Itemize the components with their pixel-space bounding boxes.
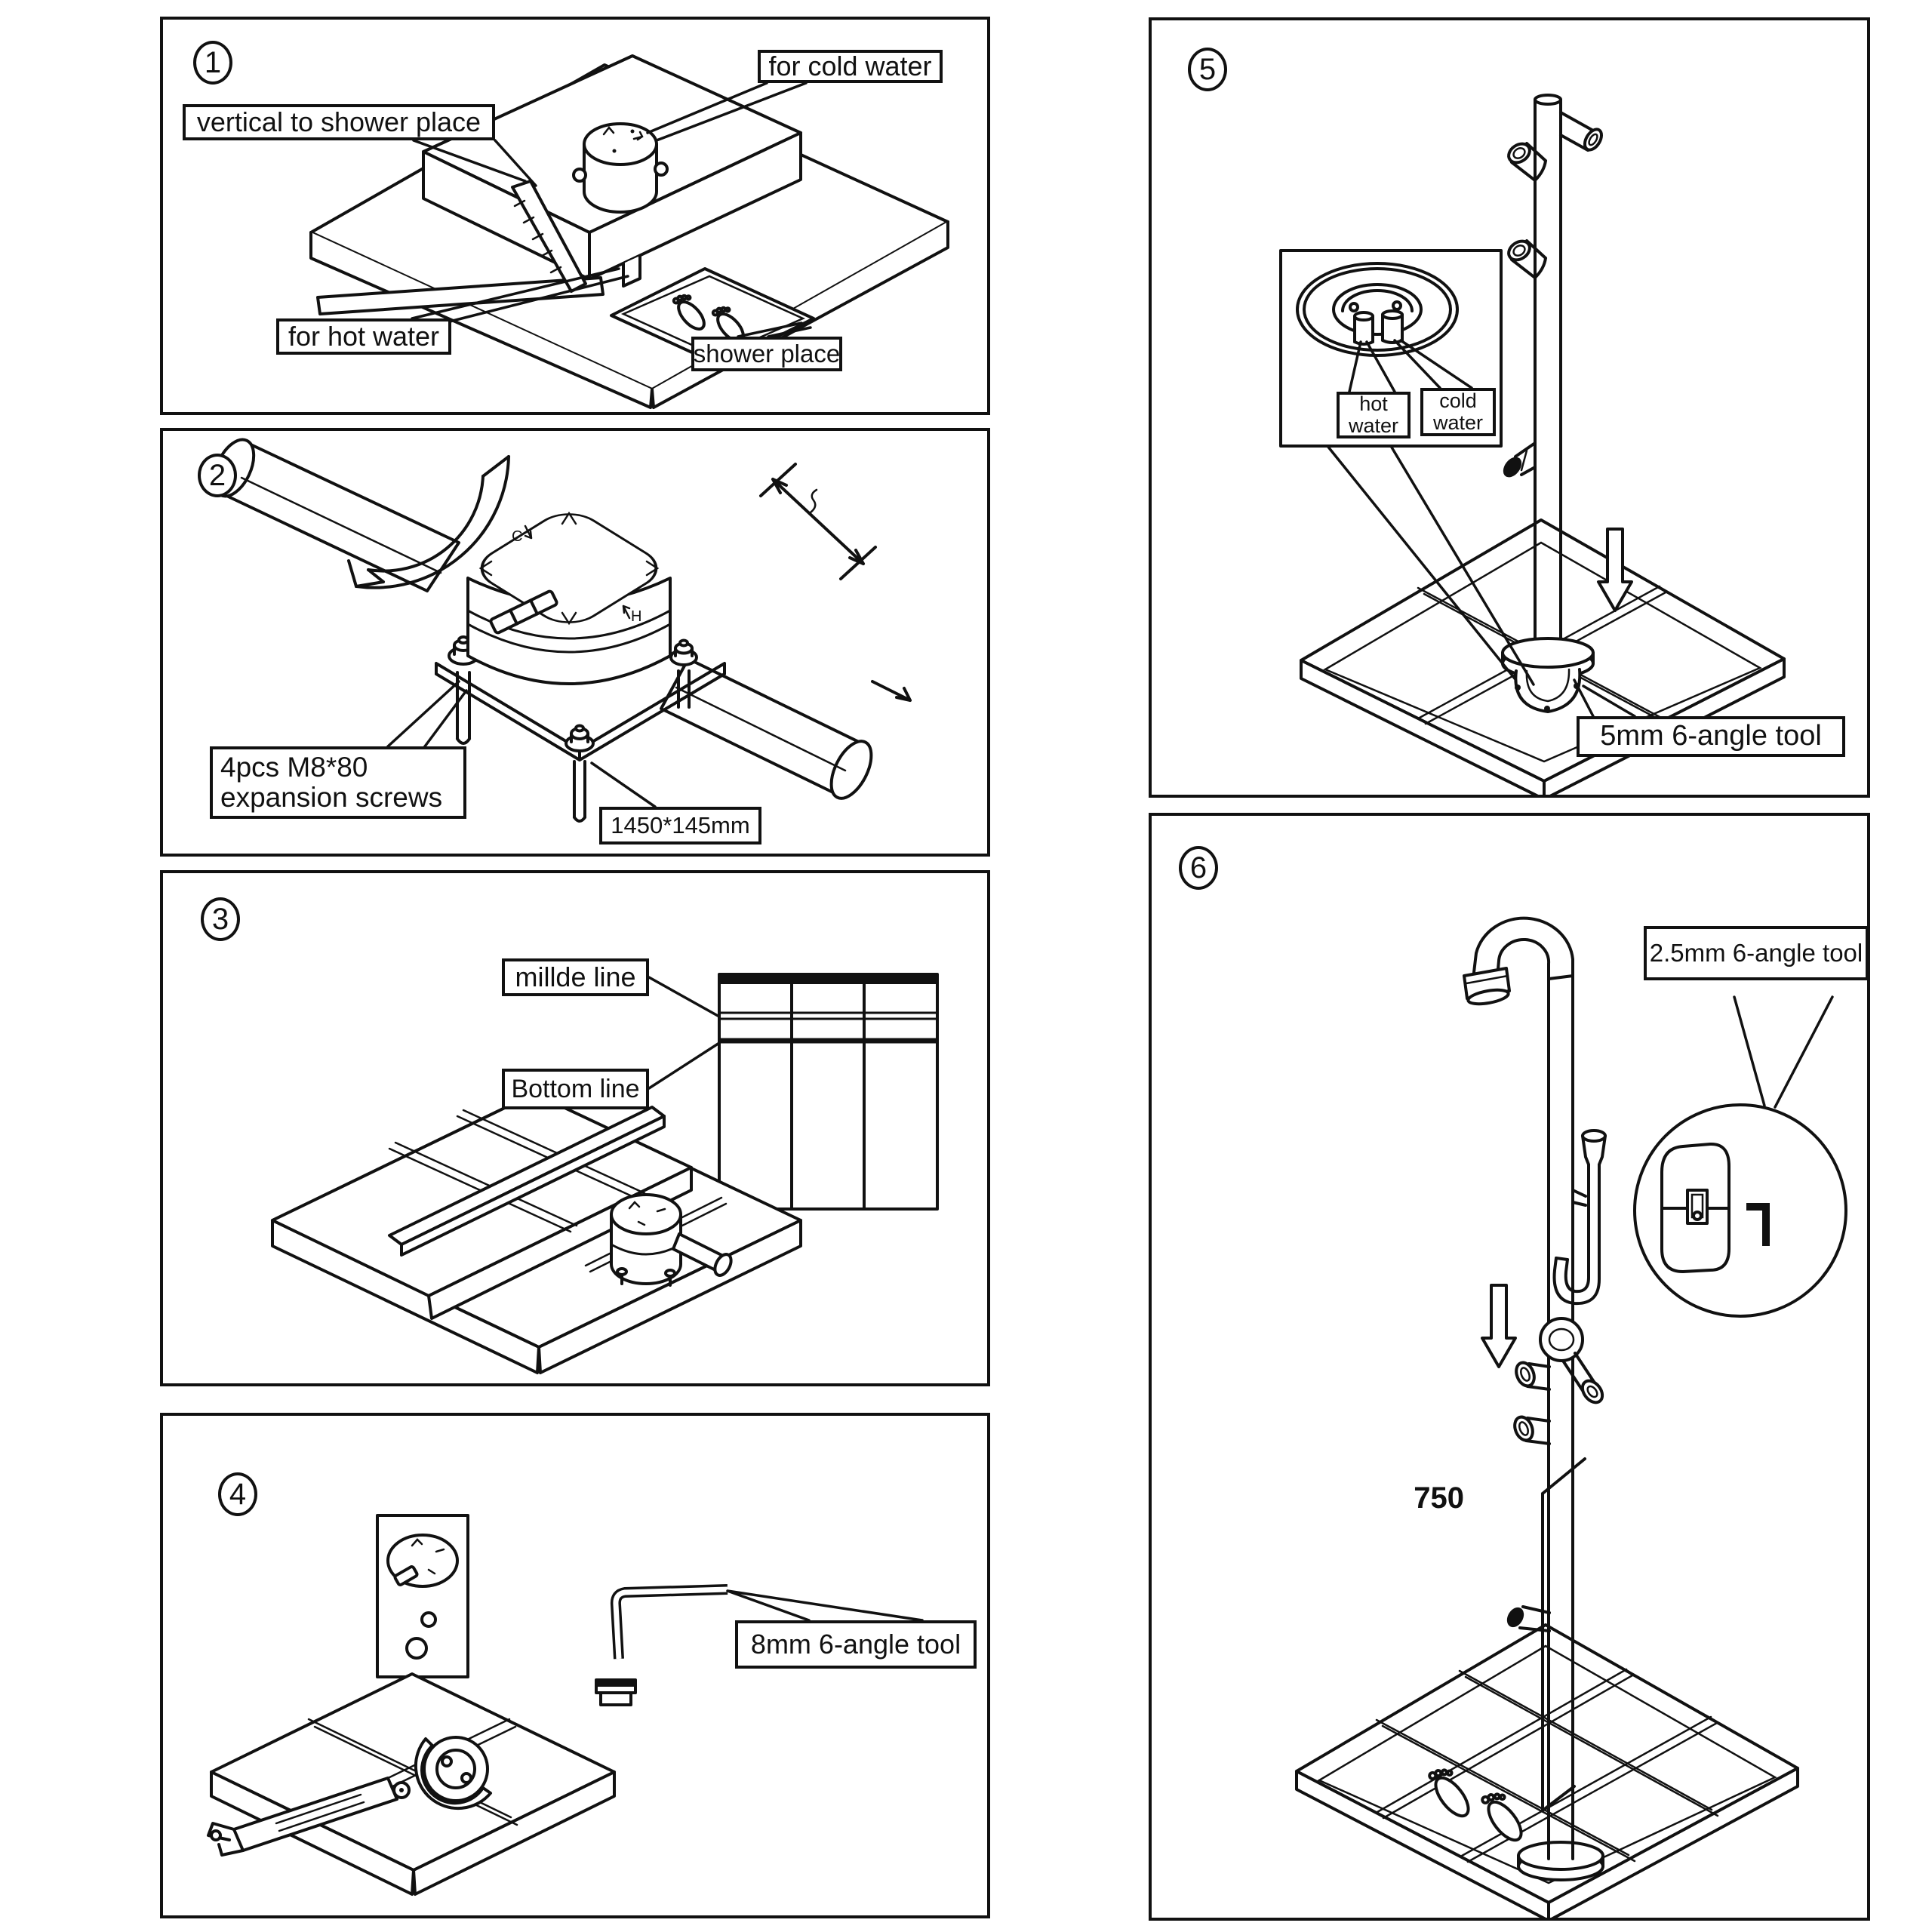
footprints	[1428, 1768, 1523, 1842]
label-for-hot-water: for hot water	[276, 318, 451, 355]
step-number: 5	[1198, 52, 1217, 86]
step-3-illustration	[271, 973, 939, 1374]
label-2-5mm-hex-tool: 2.5mm 6-angle tool	[1644, 926, 1869, 980]
step-4-illustration	[207, 1514, 924, 1896]
label-vertical-to-shower-place: vertical to shower place	[183, 104, 495, 140]
valve-mark-cold: C	[512, 528, 522, 545]
step-number-badge: 6	[1179, 846, 1218, 890]
step-1-illustration	[309, 54, 949, 409]
step-6-illustration	[1295, 916, 1847, 1918]
panel-step-4: 4 8mm 6-angle tool	[160, 1413, 990, 1918]
label-shower-place: shower place	[691, 337, 842, 371]
step-number: 4	[229, 1477, 247, 1511]
label-for-cold-water: for cold water	[758, 50, 943, 83]
label-5mm-hex-tool: 5mm 6-angle tool	[1577, 716, 1845, 757]
label-height-750: 750	[1414, 1481, 1464, 1515]
label-bottom-line: Bottom line	[502, 1069, 649, 1109]
valve-mark-hot: H	[631, 608, 641, 625]
step-number: 1	[204, 45, 222, 79]
label-cold-water: cold water	[1420, 388, 1496, 436]
step-number-badge: 5	[1188, 48, 1227, 91]
step-number-badge: 4	[218, 1472, 257, 1516]
label-plate-dimension: 1450*145mm	[599, 807, 761, 844]
step-2-illustration: C H	[212, 438, 912, 823]
step-number-badge: 1	[193, 41, 232, 85]
step-number-badge: 2	[198, 454, 237, 497]
step-number-badge: 3	[201, 897, 240, 941]
panel-step-5: 5 hot water cold water 5mm 6-angle tool	[1149, 17, 1870, 798]
label-hot-water: hot water	[1337, 392, 1411, 438]
panel-step-1: 1 vertical to shower place for cold wate…	[160, 17, 990, 415]
step-number: 3	[211, 902, 229, 936]
footprints	[672, 294, 745, 343]
step-number: 6	[1189, 851, 1208, 884]
step-5-illustration	[1279, 94, 1786, 795]
label-expansion-screws: 4pcs M8*80 expansion screws	[210, 746, 466, 819]
panel-step-3: 3 millde line Bottom line	[160, 870, 990, 1386]
panel-step-2: C H 2 4pcs M8*80 expansion screws 1450*1…	[160, 428, 990, 857]
step-number: 2	[208, 458, 226, 492]
label-8mm-hex-tool: 8mm 6-angle tool	[735, 1620, 977, 1669]
label-middle-line: millde line	[502, 958, 649, 996]
panel-step-6: 6 2.5mm 6-angle tool 750	[1149, 813, 1870, 1921]
